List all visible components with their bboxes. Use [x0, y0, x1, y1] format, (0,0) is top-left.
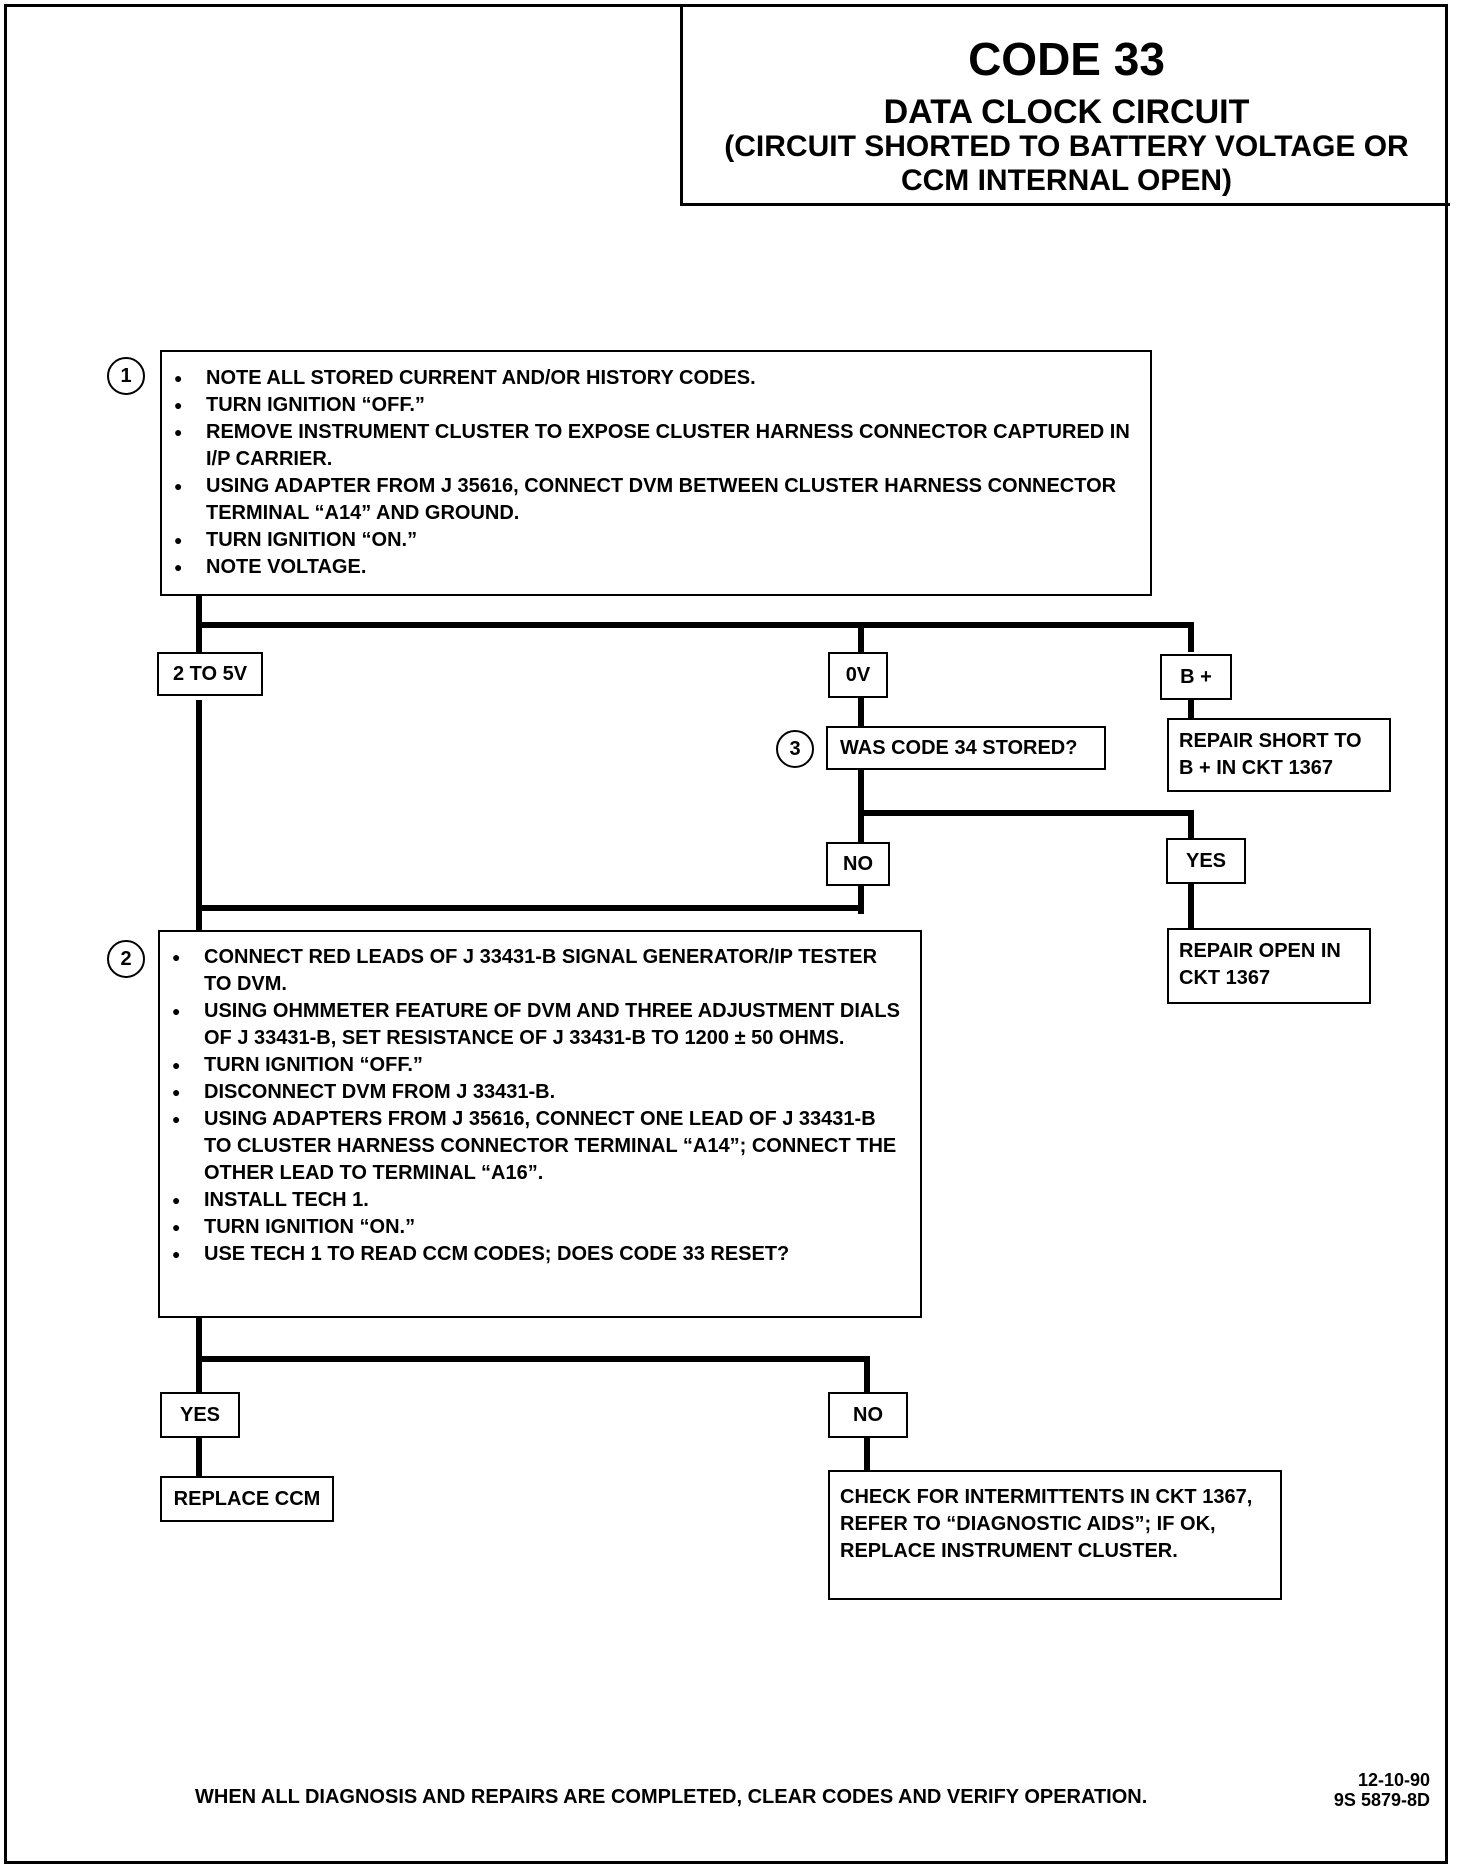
footer-date: 12-10-90 — [1357, 1770, 1430, 1790]
connector — [196, 905, 864, 911]
step-number-2: 2 — [107, 940, 145, 978]
step-1-bullet: NOTE VOLTAGE. — [162, 554, 1130, 581]
replace-ccm-box: REPLACE CCM — [160, 1476, 334, 1522]
step-2-bullet: USE TECH 1 TO READ CCM CODES; DOES CODE … — [160, 1241, 904, 1268]
condition-line-1: (CIRCUIT SHORTED TO BATTERY VOLTAGE OR — [724, 130, 1409, 163]
connector — [858, 622, 864, 652]
branch-label-2-to-5v: 2 TO 5V — [157, 652, 263, 696]
page-frame — [4, 4, 1448, 1864]
footer-doc-ref: 12-10-90 9S 5879-8D — [1334, 1770, 1430, 1810]
connector — [196, 700, 202, 932]
connector — [1188, 698, 1194, 718]
step-2-no: NO — [828, 1392, 908, 1438]
connector — [1188, 884, 1194, 928]
footer-note: WHEN ALL DIAGNOSIS AND REPAIRS ARE COMPL… — [195, 1786, 1148, 1808]
step-2-bullet: USING ADAPTERS FROM J 35616, CONNECT ONE… — [160, 1106, 904, 1187]
step-2-box: CONNECT RED LEADS OF J 33431-B SIGNAL GE… — [158, 930, 922, 1318]
step-1-bullet: USING ADAPTER FROM J 35616, CONNECT DVM … — [162, 473, 1130, 527]
connector — [196, 1316, 202, 1394]
step-1-bullet: NOTE ALL STORED CURRENT AND/OR HISTORY C… — [162, 365, 1130, 392]
circuit-title: DATA CLOCK CIRCUIT — [883, 93, 1250, 131]
connector — [196, 1436, 202, 1478]
step-1-box: NOTE ALL STORED CURRENT AND/OR HISTORY C… — [160, 350, 1152, 596]
connector — [1188, 810, 1194, 842]
repair-open-box: REPAIR OPEN IN CKT 1367 — [1167, 928, 1371, 1004]
connector — [858, 884, 864, 914]
step-3-yes: YES — [1166, 838, 1246, 884]
step-number-1: 1 — [107, 357, 145, 395]
step-2-bullet: INSTALL TECH 1. — [160, 1187, 904, 1214]
condition-line-2: CCM INTERNAL OPEN) — [900, 164, 1233, 197]
connector — [196, 622, 1194, 628]
step-2-bullet: USING OHMMETER FEATURE OF DVM AND THREE … — [160, 998, 904, 1052]
step-1-bullet: REMOVE INSTRUMENT CLUSTER TO EXPOSE CLUS… — [162, 419, 1130, 473]
connector — [864, 1356, 870, 1394]
connector — [858, 810, 1194, 816]
branch-label-0v: 0V — [828, 652, 888, 698]
step-number-3: 3 — [776, 730, 814, 768]
step-1-bullet: TURN IGNITION “ON.” — [162, 527, 1130, 554]
connector — [858, 698, 864, 728]
branch-label-b-plus: B + — [1160, 654, 1232, 700]
connector — [864, 1436, 870, 1472]
title-block: CODE 33 DATA CLOCK CIRCUIT (CIRCUIT SHOR… — [680, 4, 1450, 206]
step-1-bullet: TURN IGNITION “OFF.” — [162, 392, 1130, 419]
step-2-bullet: DISCONNECT DVM FROM J 33431-B. — [160, 1079, 904, 1106]
step-2-bullet: TURN IGNITION “OFF.” — [160, 1052, 904, 1079]
step-2-yes: YES — [160, 1392, 240, 1438]
step-2-bullet: CONNECT RED LEADS OF J 33431-B SIGNAL GE… — [160, 944, 904, 998]
check-intermittents-box: CHECK FOR INTERMITTENTS IN CKT 1367, REF… — [828, 1470, 1282, 1600]
connector — [196, 1356, 870, 1362]
step-3-question: WAS CODE 34 STORED? — [826, 726, 1106, 770]
footer-doc-id: 9S 5879-8D — [1333, 1790, 1430, 1810]
connector — [858, 764, 864, 844]
step-3-no: NO — [826, 842, 890, 886]
step-2-bullet: TURN IGNITION “ON.” — [160, 1214, 904, 1241]
code-title: CODE 33 — [968, 33, 1165, 85]
repair-short-box: REPAIR SHORT TO B + IN CKT 1367 — [1167, 718, 1391, 792]
connector — [196, 594, 202, 664]
connector — [1188, 622, 1194, 652]
